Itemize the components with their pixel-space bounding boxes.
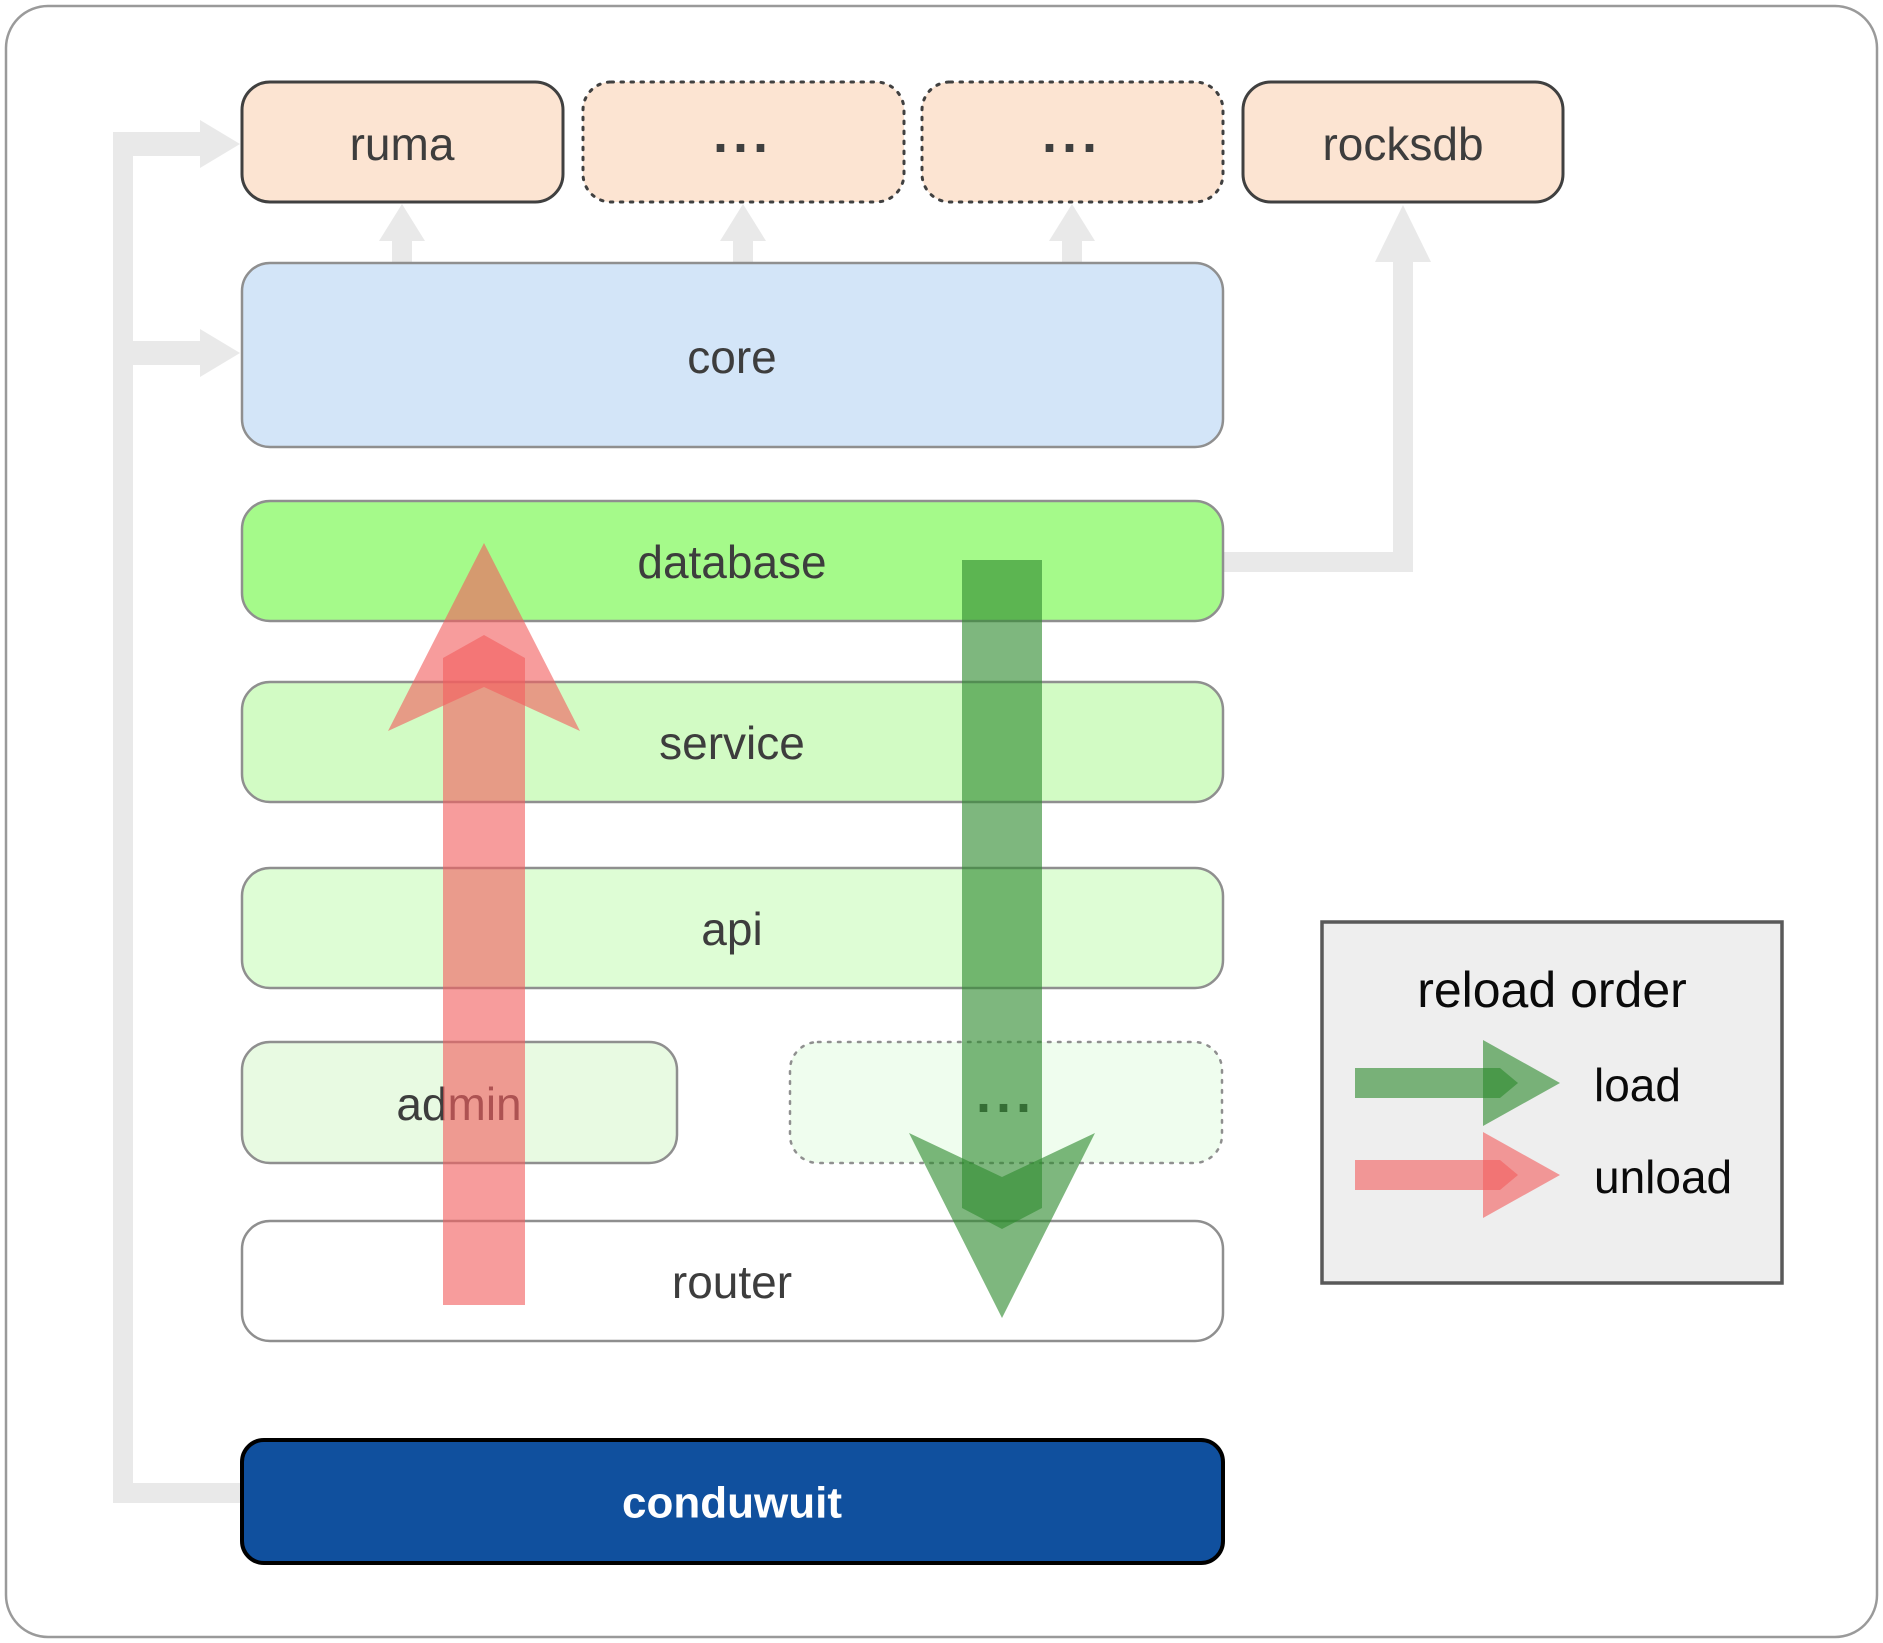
- diagram-frame: [4, 4, 1879, 1639]
- node-module-ellipsis-1-label: ...: [713, 104, 773, 164]
- node-ruma: [240, 80, 565, 204]
- load-arrow-shaft: [962, 560, 1042, 1229]
- up-arrowhead-icon: [1049, 204, 1095, 241]
- connector-core-stub: [113, 341, 200, 365]
- node-module-ellipsis-2: [920, 80, 1225, 204]
- arrowhead-into-ruma-icon: [200, 120, 240, 168]
- connector-vertical-line: [1393, 245, 1413, 572]
- up-arrowhead-icon: [1375, 205, 1431, 262]
- connector-database-to-rocksdb: [1223, 205, 1431, 572]
- node-module-ellipsis-1: [581, 80, 906, 204]
- node-database-label: database: [637, 536, 826, 588]
- connector-vertical-line: [113, 132, 133, 1503]
- node-ruma-label: ruma: [350, 118, 455, 170]
- load-arrowhead-icon: [909, 1133, 1095, 1318]
- arrowhead-into-core-icon: [200, 329, 240, 377]
- legend-title: reload order: [1417, 962, 1687, 1018]
- connector-conduwuit-loop: [113, 120, 242, 1503]
- connector-horizontal-line: [1223, 552, 1413, 572]
- node-core: [240, 261, 1225, 449]
- legend: reload order load unload: [1320, 920, 1784, 1285]
- node-service-label: service: [659, 717, 805, 769]
- load-arrow: [909, 560, 1095, 1318]
- legend-unload-arrowhead-icon: [1483, 1132, 1560, 1218]
- up-arrow-shaft: [733, 238, 753, 264]
- connector-core-to-modules: [379, 204, 1095, 264]
- legend-box: [1320, 920, 1784, 1285]
- node-conduwuit: [240, 1438, 1225, 1565]
- connector-top-stub: [113, 132, 200, 156]
- up-arrowhead-icon: [379, 204, 425, 241]
- up-arrow-shaft: [1062, 238, 1082, 264]
- node-conduwuit-label: conduwuit: [622, 1479, 842, 1528]
- node-api-label: api: [701, 903, 762, 955]
- node-rocksdb: [1241, 80, 1565, 204]
- up-arrow-shaft: [392, 238, 412, 264]
- legend-load-arrowhead-icon: [1483, 1040, 1560, 1126]
- legend-load-arrow-shaft: [1355, 1068, 1518, 1098]
- node-module-ellipsis-2-label: ...: [1042, 104, 1102, 164]
- connector-conduwuit-stub: [113, 1483, 242, 1503]
- legend-unload-arrow-shaft: [1355, 1160, 1518, 1190]
- node-router-label: router: [672, 1256, 792, 1308]
- legend-load-label: load: [1594, 1059, 1681, 1111]
- node-core-label: core: [687, 331, 776, 383]
- unload-arrowhead-icon: [388, 543, 580, 731]
- node-rocksdb-label: rocksdb: [1322, 118, 1483, 170]
- up-arrowhead-icon: [720, 204, 766, 241]
- unload-arrow: [388, 543, 580, 1305]
- legend-unload-label: unload: [1594, 1151, 1732, 1203]
- unload-arrow-shaft: [443, 635, 525, 1305]
